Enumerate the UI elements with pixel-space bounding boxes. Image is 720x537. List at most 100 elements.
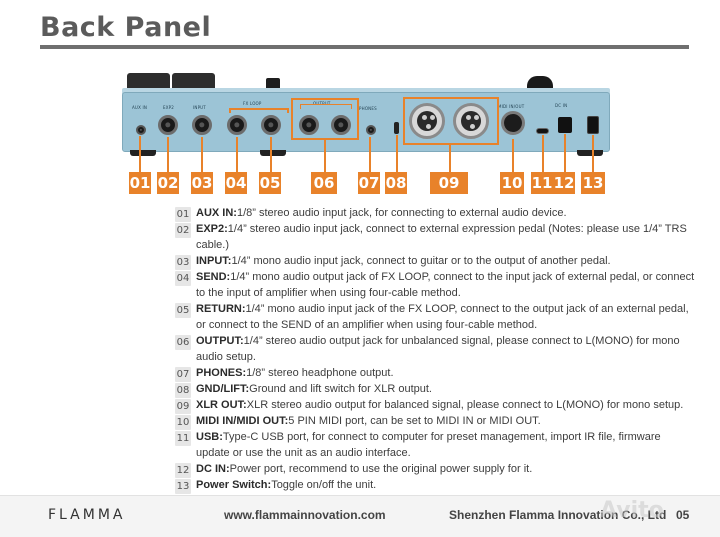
item-name: AUX IN: (196, 207, 237, 219)
device-foot-mid (260, 150, 286, 156)
item-desc: 1/4” stereo audio input jack, connect to… (196, 223, 687, 251)
output-silk-label: OUTPUT (313, 101, 331, 106)
item-name: MIDI IN/MIDI OUT: (196, 415, 289, 427)
device-foot-right (577, 150, 603, 156)
power-switch (587, 116, 599, 134)
item-text: SEND:1/4” mono audio output jack of FX L… (196, 269, 696, 301)
item-name: GND/LIFT: (196, 383, 250, 395)
leader-line (270, 137, 272, 172)
leader-line (449, 145, 451, 172)
callout-badge-11: 11 (531, 172, 553, 194)
aux-in-silk-label: AUX IN (132, 105, 148, 110)
item-number: 10 (175, 415, 191, 430)
gnd-lift-switch (394, 122, 399, 134)
callout-badge-05: 05 (259, 172, 281, 194)
item-name: INPUT: (196, 255, 232, 267)
footswitch-pedal-right (172, 73, 215, 91)
item-text: Power Switch:Toggle on/off the unit. (196, 477, 696, 493)
fx-loop-silk-label: FX LOOP (243, 101, 262, 106)
item-number: 03 (175, 255, 191, 270)
xlr-pin (470, 124, 475, 129)
callout-badge-07: 07 (358, 172, 380, 194)
callout-badge-13: 13 (581, 172, 605, 194)
item-desc: 5 PIN MIDI port, can be set to MIDI IN o… (288, 415, 541, 427)
item-number: 05 (175, 303, 191, 318)
callout-badge-04: 04 (225, 172, 247, 194)
item-name: OUTPUT: (196, 335, 244, 347)
item-number: 02 (175, 223, 191, 238)
item-desc: 1/4” mono audio input jack, connect to g… (231, 255, 611, 267)
phones-jack (366, 125, 376, 135)
company-name: Shenzhen Flamma Innovation Co., Ltd (449, 508, 667, 522)
item-text: AUX IN:1/8” stereo audio input jack, for… (196, 205, 696, 221)
title-divider (40, 45, 689, 49)
xlr-pin (426, 124, 431, 129)
item-number: 01 (175, 207, 191, 222)
xlr-pin (466, 115, 471, 120)
xlr-pin (474, 115, 479, 120)
item-desc: Type-C USB port, for connect to computer… (196, 431, 661, 459)
item-text: PHONES:1/8” stereo headphone output. (196, 365, 696, 381)
exp2-jack (158, 115, 178, 135)
item-desc: Ground and lift switch for XLR output. (249, 383, 432, 395)
item-text: INPUT:1/4” mono audio input jack, connec… (196, 253, 696, 269)
output-bracket (300, 104, 352, 109)
leader-line (324, 140, 326, 172)
item-name: USB: (196, 431, 223, 443)
callout-badge-03: 03 (191, 172, 213, 194)
fx-loop-bracket (229, 108, 289, 113)
item-name: DC IN: (196, 463, 230, 475)
dc-in-silk-label: DC IN (555, 103, 568, 108)
item-desc: 1/4” stereo audio output jack for unbala… (196, 335, 680, 363)
callout-badge-12: 12 (553, 172, 575, 194)
watermark: Avito (600, 498, 664, 523)
output-highlight-frame (291, 98, 359, 140)
xlr-pin (422, 115, 427, 120)
item-text: GND/LIFT:Ground and lift switch for XLR … (196, 381, 696, 397)
item-name: RETURN: (196, 303, 246, 315)
leader-line (396, 135, 398, 172)
item-name: EXP2: (196, 223, 228, 235)
input-jack (192, 115, 212, 135)
website-link[interactable]: www.flammainnovation.com (224, 508, 386, 522)
input-silk-label: INPUT (193, 105, 206, 110)
item-text: OUTPUT:1/4” stereo audio output jack for… (196, 333, 696, 365)
leader-line (564, 134, 566, 172)
xlr-out-left (409, 103, 445, 139)
xlr-out-right (453, 103, 489, 139)
item-desc: 1/8” stereo headphone output. (246, 367, 394, 379)
item-desc: 1/4” mono audio output jack of FX LOOP, … (196, 271, 695, 299)
midi-silk-label: MIDI IN/OUT (498, 104, 525, 109)
item-number: 04 (175, 271, 191, 286)
item-number: 13 (175, 479, 191, 494)
callout-badge-02: 02 (157, 172, 179, 194)
callout-badge-09: 09 (430, 172, 468, 194)
midi-port (501, 111, 525, 135)
item-number: 09 (175, 399, 191, 414)
item-desc: 1/4” mono audio input jack of the FX LOO… (196, 303, 689, 331)
output-right-jack (331, 115, 351, 135)
page-footer: FLAMMA www.flammainnovation.com Shenzhen… (0, 495, 720, 537)
aux-in-jack (136, 125, 146, 135)
item-text: XLR OUT:XLR stereo audio output for bala… (196, 397, 696, 413)
item-number: 07 (175, 367, 191, 382)
item-number: 08 (175, 383, 191, 398)
item-name: PHONES: (196, 367, 247, 379)
callout-badge-10: 10 (500, 172, 524, 194)
xlr-pin (430, 115, 435, 120)
leader-line (369, 137, 371, 172)
item-name: Power Switch: (196, 479, 272, 491)
leader-line (201, 137, 203, 172)
return-jack (261, 115, 281, 135)
page-title: Back Panel (40, 12, 212, 43)
phones-silk-label: PHONES (359, 106, 377, 111)
item-desc: 1/8” stereo audio input jack, for connec… (236, 207, 567, 219)
device-foot-left (130, 150, 156, 156)
top-knob-left (266, 78, 280, 90)
item-name: XLR OUT: (196, 399, 247, 411)
item-name: SEND: (196, 271, 231, 283)
item-text: USB:Type-C USB port, for connect to comp… (196, 429, 696, 461)
device-top-edge (122, 88, 610, 94)
send-jack (227, 115, 247, 135)
xlr-highlight-frame (403, 97, 499, 145)
